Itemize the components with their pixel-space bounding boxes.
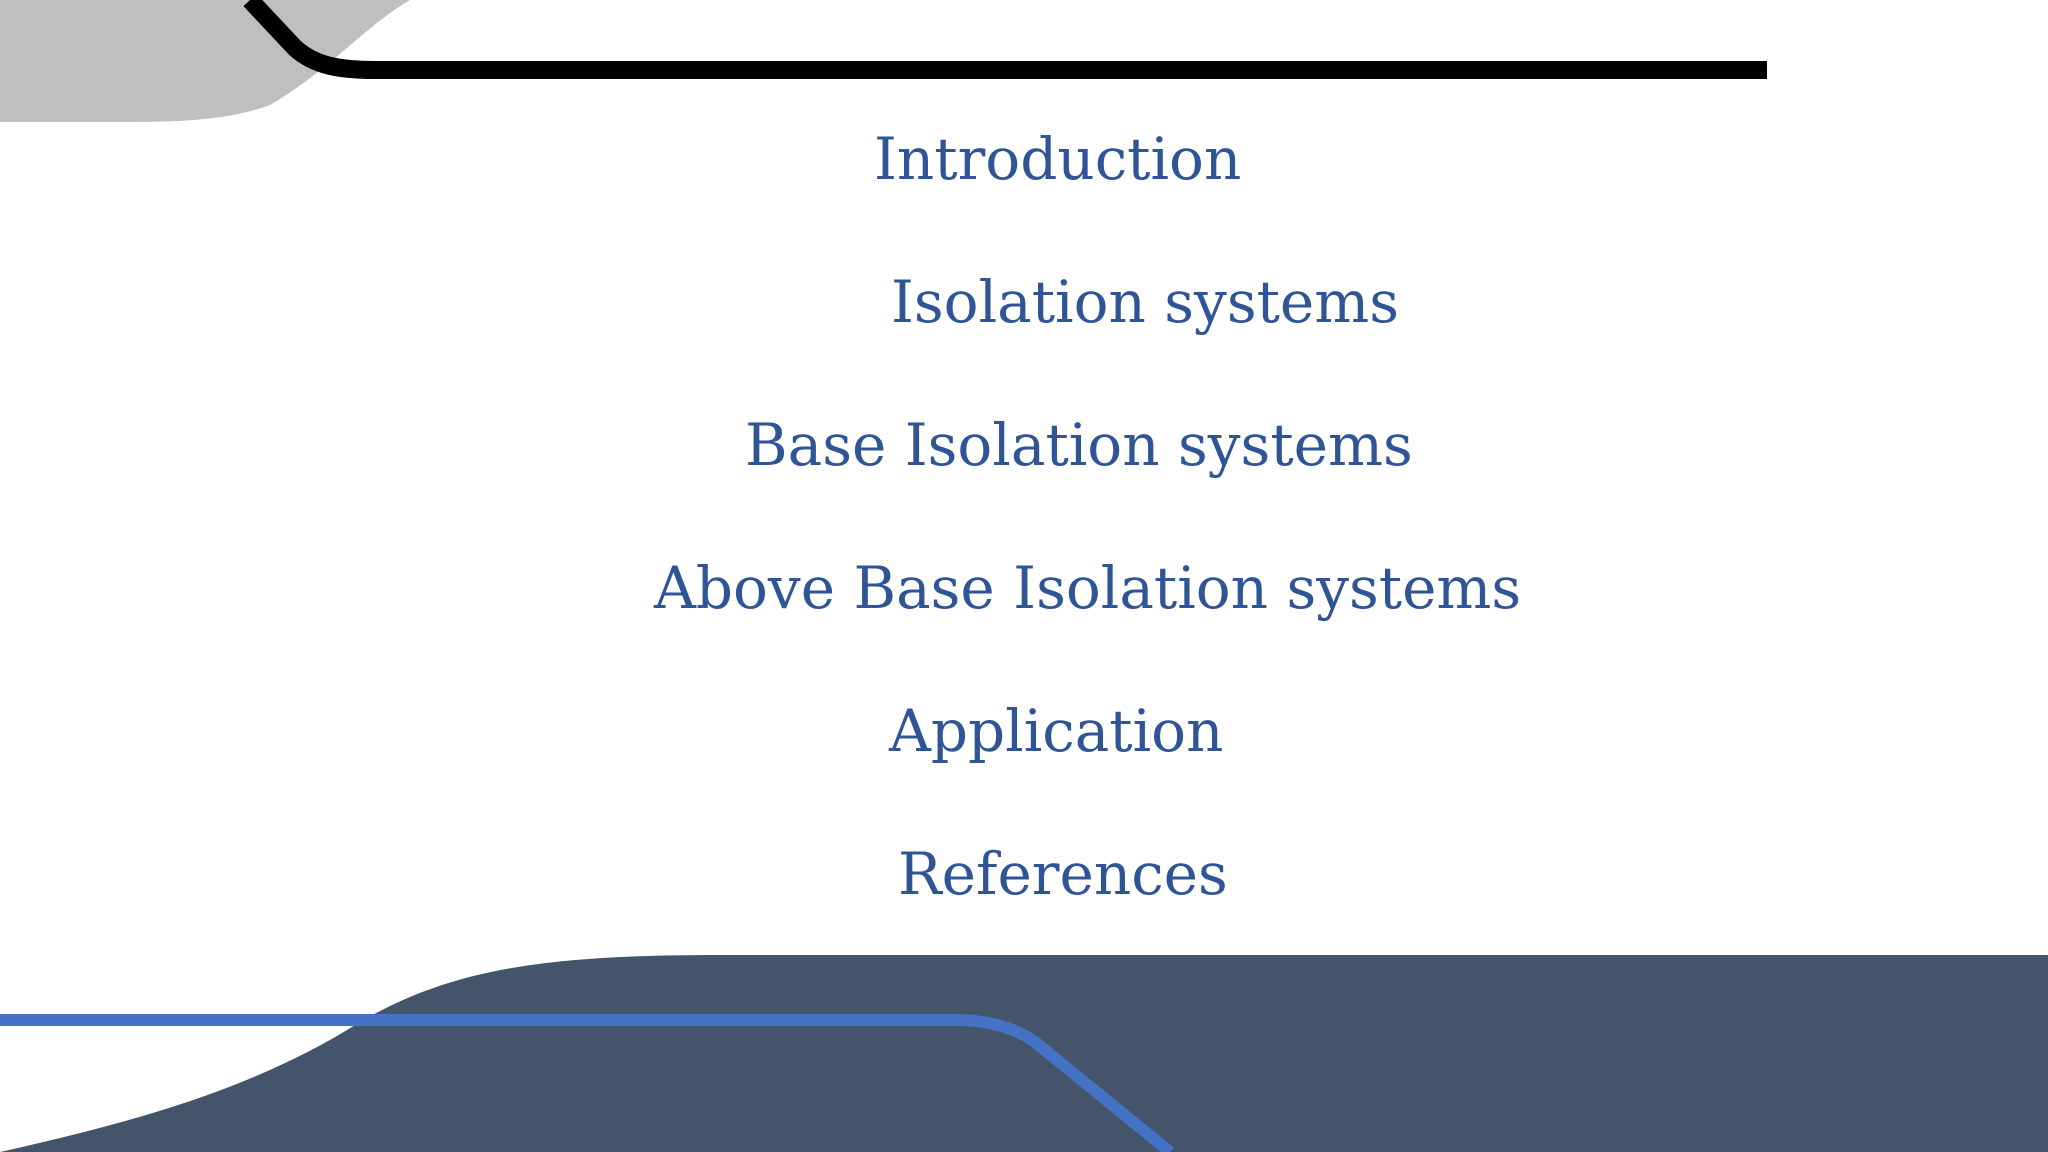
top-left-gray-shape [0, 0, 410, 122]
agenda-item-references: References [898, 840, 1228, 908]
top-black-rule [243, 0, 1767, 79]
bottom-blue-line [0, 1014, 1174, 1152]
bottom-dark-band [0, 955, 2048, 1152]
agenda-item-isolation-systems: Isolation systems [891, 268, 1399, 336]
agenda-item-base-isolation-systems: Base Isolation systems [745, 411, 1413, 479]
agenda-item-application: Application [889, 697, 1224, 765]
agenda-item-introduction: Introduction [874, 125, 1242, 193]
agenda-item-above-base-isolation-systems: Above Base Isolation systems [654, 554, 1522, 622]
